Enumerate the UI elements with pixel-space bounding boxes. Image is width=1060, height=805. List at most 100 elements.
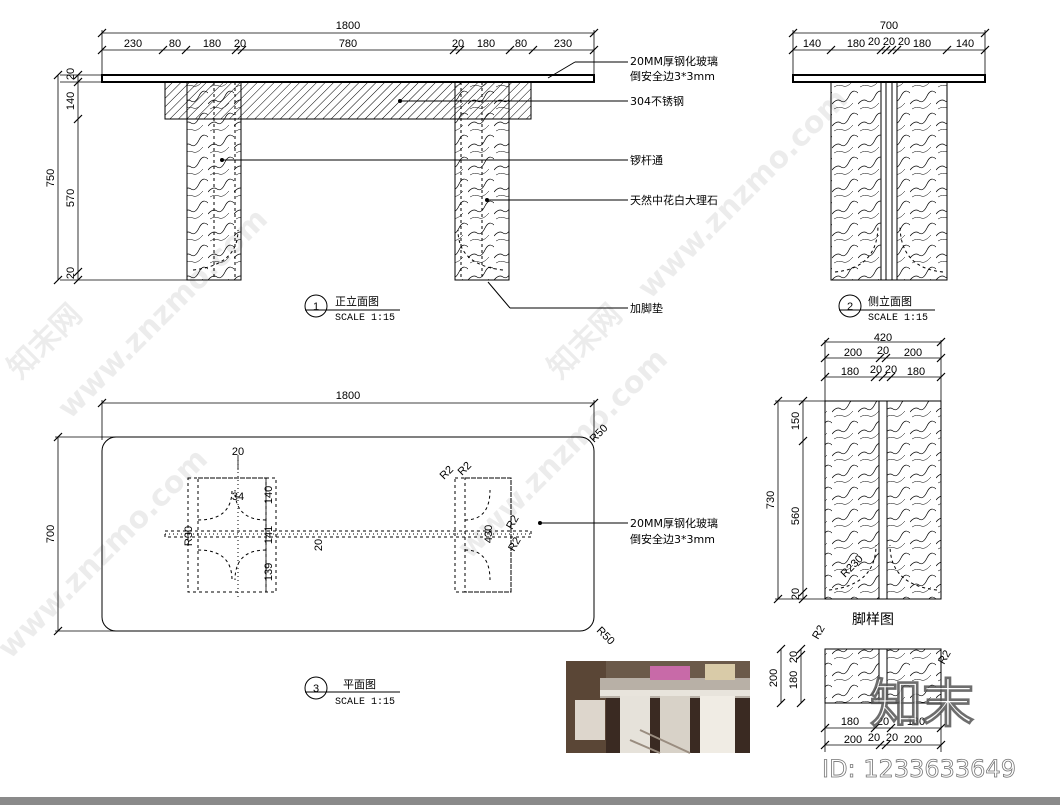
leg-detail: 420 200 20 200 180 20 20 180 R230 (765, 332, 946, 628)
side-total-dim: 700 (880, 20, 898, 32)
plan-glass-outline (101, 436, 595, 632)
foot-detail: 20 180 200 R2 R2 180 20 180 200 20 20 20… (768, 623, 954, 752)
plan-dim-r2-a: R2 (438, 464, 456, 482)
plan-dim-430: 430 (483, 525, 495, 543)
side-seg-5: 20 (898, 36, 910, 48)
foot-bottom2-a: 200 (844, 734, 862, 746)
side-glass-top (792, 74, 986, 83)
side-leg-right (896, 81, 948, 281)
side-seg-4: 20 (883, 36, 895, 48)
side-leg-left (830, 81, 882, 281)
plan-dim-r2-d: R2 (506, 535, 523, 553)
front-left-dim-2: 140 (65, 92, 77, 110)
plan-dim-r2-b: R2 (456, 460, 474, 478)
foot-right (886, 648, 942, 704)
leg-detail-title: 脚样图 (852, 612, 894, 628)
front-seg-7: 180 (477, 38, 495, 50)
front-glass-top (101, 74, 595, 83)
watermark-layer: www.znzmo.com 知末网 www.znzmo.com 知末网 www.… (0, 82, 855, 666)
plan-callout-line2: 倒安全边3*3mm (630, 532, 715, 546)
front-height-dim: 750 (45, 169, 57, 187)
watermark-4: 知末网 (541, 297, 629, 385)
leg-left-dim-3: 20 (790, 588, 802, 600)
plan-dim-139: 139 (263, 563, 275, 581)
plan-dim-20-top: 20 (232, 446, 244, 458)
leg-row1-b: 20 (877, 345, 889, 357)
front-left-dim-1: 20 (65, 68, 77, 80)
callout-rod: 锣杆通 (630, 153, 663, 167)
front-seg-3: 180 (203, 38, 221, 50)
plan-dim-140: 140 (263, 486, 275, 504)
leg-height-dim: 730 (765, 491, 777, 509)
leg-row1-c: 200 (904, 347, 922, 359)
side-view-number: 2 (847, 301, 853, 313)
foot-bottom2-c: 20 (886, 732, 898, 744)
front-seg-9: 230 (554, 38, 572, 50)
side-view-scale: SCALE 1:15 (868, 313, 928, 324)
leg-row1-a: 200 (844, 347, 862, 359)
plan-dim-20-mid: 20 (313, 539, 325, 551)
leg-row2-b: 20 (870, 364, 882, 376)
plan-height-dim: 700 (45, 525, 57, 543)
brand-logo-text: 知末 (870, 675, 974, 735)
foot-bottom2-b: 20 (868, 732, 880, 744)
plan-dim-141: 141 (263, 526, 275, 544)
front-left-dim-4: 20 (65, 267, 77, 279)
leg-row2-a: 180 (841, 366, 859, 378)
watermark-6: www.znzmo.com (0, 442, 215, 666)
brand-id-text: ID: 1233633649 (822, 755, 1016, 783)
plan-view-scale: SCALE 1:15 (335, 697, 395, 708)
front-view-scale: SCALE 1:15 (335, 313, 395, 324)
watermark-2: 知末网 (1, 297, 89, 385)
plan-view-title: 平面图 (343, 678, 376, 691)
front-seg-2: 80 (169, 38, 181, 50)
front-elevation: 1800 230 80 180 20 780 20 180 80 230 (45, 20, 718, 324)
plan-dim-34: 34 (232, 491, 244, 503)
foot-left-dim-2: 180 (788, 671, 800, 689)
side-seg-1: 140 (803, 38, 821, 50)
leg-row2-c: 20 (885, 364, 897, 376)
foot-left-dim-1: 20 (788, 651, 800, 663)
front-seg-6: 20 (452, 38, 464, 50)
front-total-dim: 1800 (336, 20, 360, 32)
brand-watermark: 知末 ID: 1233633649 (822, 675, 1017, 784)
foot-bottom2-d: 200 (904, 734, 922, 746)
leg-left-dim-2: 560 (790, 507, 802, 525)
leg-detail-left (824, 400, 880, 600)
side-seg-7: 140 (956, 38, 974, 50)
callout-marble: 天然中花白大理石 (630, 193, 718, 207)
front-left-dim-3: 570 (65, 189, 77, 207)
leg-left-dim-1: 150 (790, 412, 802, 430)
side-seg-3: 20 (868, 36, 880, 48)
foot-height-dim: 200 (768, 669, 780, 687)
plan-callout-line1: 20MM厚钢化玻璃 (630, 516, 718, 530)
side-seg-6: 180 (913, 38, 931, 50)
foot-bottom1-b: 20 (877, 716, 889, 728)
front-seg-4: 20 (234, 38, 246, 50)
foot-radius-inner: R2 (810, 623, 827, 641)
side-seg-2: 180 (847, 38, 865, 50)
callout-steel: 304不锈钢 (630, 95, 684, 108)
callout-glass-line2: 倒安全边3*3mm (630, 69, 715, 83)
side-elevation: 700 140 180 20 20 20 180 140 2 侧立面图 SCAL… (788, 20, 990, 324)
bottom-bar (0, 797, 1060, 805)
callout-pad: 加脚垫 (630, 301, 663, 315)
front-seg-8: 80 (515, 38, 527, 50)
front-seg-1: 230 (124, 38, 142, 50)
side-view-title: 侧立面图 (868, 294, 912, 308)
plan-radius-bottom: R50 (594, 625, 617, 648)
leg-detail-right (886, 400, 942, 600)
foot-bottom1-c: 180 (907, 716, 925, 728)
leg-top-dim: 420 (874, 332, 892, 344)
plan-dim-r30: R30 (183, 526, 195, 546)
callout-glass-line1: 20MM厚钢化玻璃 (630, 54, 718, 68)
plan-view: 1800 700 R50 R50 20 34 140 141 139 (45, 390, 718, 708)
foot-left (824, 648, 880, 704)
front-seg-5: 780 (339, 38, 357, 50)
plan-view-number: 3 (313, 683, 319, 695)
front-view-title: 正立面图 (335, 294, 379, 308)
foot-bottom1-a: 180 (841, 716, 859, 728)
reference-photo (566, 661, 750, 754)
plan-total-dim: 1800 (336, 390, 360, 402)
